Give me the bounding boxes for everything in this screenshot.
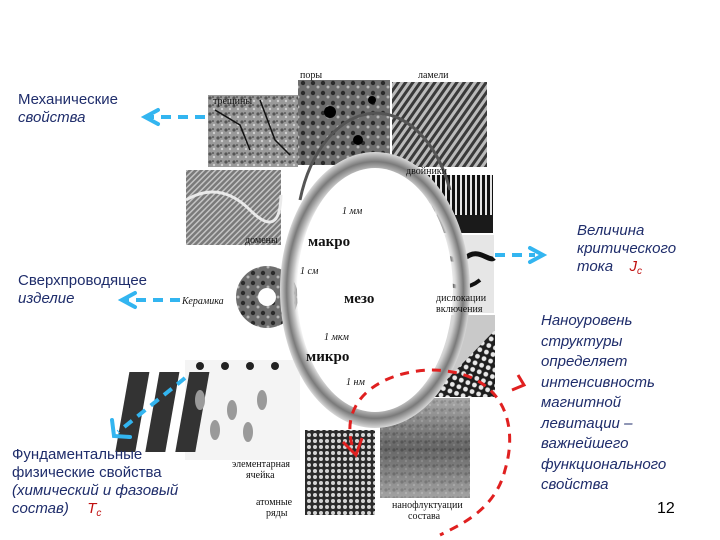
fundamental-line2: физические свойства [12, 464, 162, 481]
nano-line-2: определяет [541, 353, 628, 370]
micrograph-domains [186, 170, 281, 245]
label-unit-cell-1: элементарная [232, 459, 290, 470]
nano-line-8: свойства [541, 476, 609, 493]
critical-line2: критического [577, 240, 677, 257]
label-atomic-rows-1: атомные [256, 497, 293, 508]
nano-line-1: структуры [541, 332, 623, 350]
arrowheads [110, 108, 548, 439]
nano-line-6: важнейшего [541, 435, 629, 452]
label-lamellae: ламели [418, 70, 449, 81]
label-nanofluct-2: состава [408, 511, 441, 522]
scale-1um: 1 мкм [324, 332, 349, 343]
unit-cell-illustration [115, 360, 300, 460]
arrows [116, 115, 535, 434]
fundamental-line3: (химический и фазовый [12, 482, 179, 499]
level-macro: макро [308, 234, 351, 250]
fundamental-line4: состав) Tc [12, 500, 178, 523]
micrograph-atomic-rows [305, 430, 375, 515]
label-ceramics: Керамика [182, 296, 224, 307]
jc-subscript: c [636, 266, 642, 277]
nano-line-3: интенсивность [541, 373, 655, 391]
nano-highlight [348, 368, 512, 537]
critical-current-word: тока [577, 258, 614, 275]
level-micro: микро [306, 349, 350, 365]
mechanical-sub: свойства [18, 109, 86, 126]
level-meso: мезо [344, 291, 375, 307]
page-number: 12 [657, 500, 675, 517]
nano-line-0: Наноуровень [541, 312, 633, 329]
nano-line-7: функционального [541, 455, 667, 473]
label-inclusions: включения [436, 304, 483, 315]
fundamental-composition: состав) [12, 500, 69, 517]
label-nanofluct-1: нанофлуктуации [392, 500, 463, 511]
critical-line1: Величина [577, 222, 645, 239]
jc-symbol: J [629, 258, 637, 275]
fundamental-properties: Фундаментальные физические свойства (хим… [12, 446, 178, 523]
label-unit-cell-2: ячейка [246, 470, 275, 481]
fundamental-line1: Фундаментальные [12, 446, 143, 463]
superconducting-product: Сверхпроводящее изделие [18, 272, 147, 308]
tc-subscript: c [96, 508, 102, 519]
label-cracks: трещины [213, 96, 253, 107]
label-pores: поры [300, 70, 323, 81]
scale-1cm: 1 см [300, 266, 319, 277]
micrograph-lamellae [392, 82, 487, 167]
mechanical-title: Механические [18, 91, 118, 108]
scale-1nm: 1 нм [346, 377, 365, 388]
critical-current: Величина критического тока Jc [577, 222, 676, 281]
nano-level-text: Наноуровень структуры определяет интенси… [541, 311, 666, 496]
nano-line-5: левитации – [541, 414, 633, 432]
nano-line-4: магнитной [541, 394, 622, 411]
superconducting-title: Сверхпроводящее [18, 272, 148, 289]
mechanical-properties: Механические Сверхпроводящее свойства [18, 91, 118, 127]
micrograph-cracks [208, 95, 298, 167]
label-atomic-rows-2: ряды [266, 508, 288, 519]
scale-1mm: 1 мм [342, 206, 363, 217]
tc-symbol: T [87, 500, 97, 517]
label-dislocations: дислокации [436, 293, 487, 304]
nano-highlight-arrowheads [341, 374, 527, 458]
label-twins: двойники [406, 166, 448, 177]
critical-line3: тока Jc [577, 258, 676, 281]
label-domains: домены [245, 235, 278, 246]
superconducting-sub: изделие [18, 290, 75, 307]
